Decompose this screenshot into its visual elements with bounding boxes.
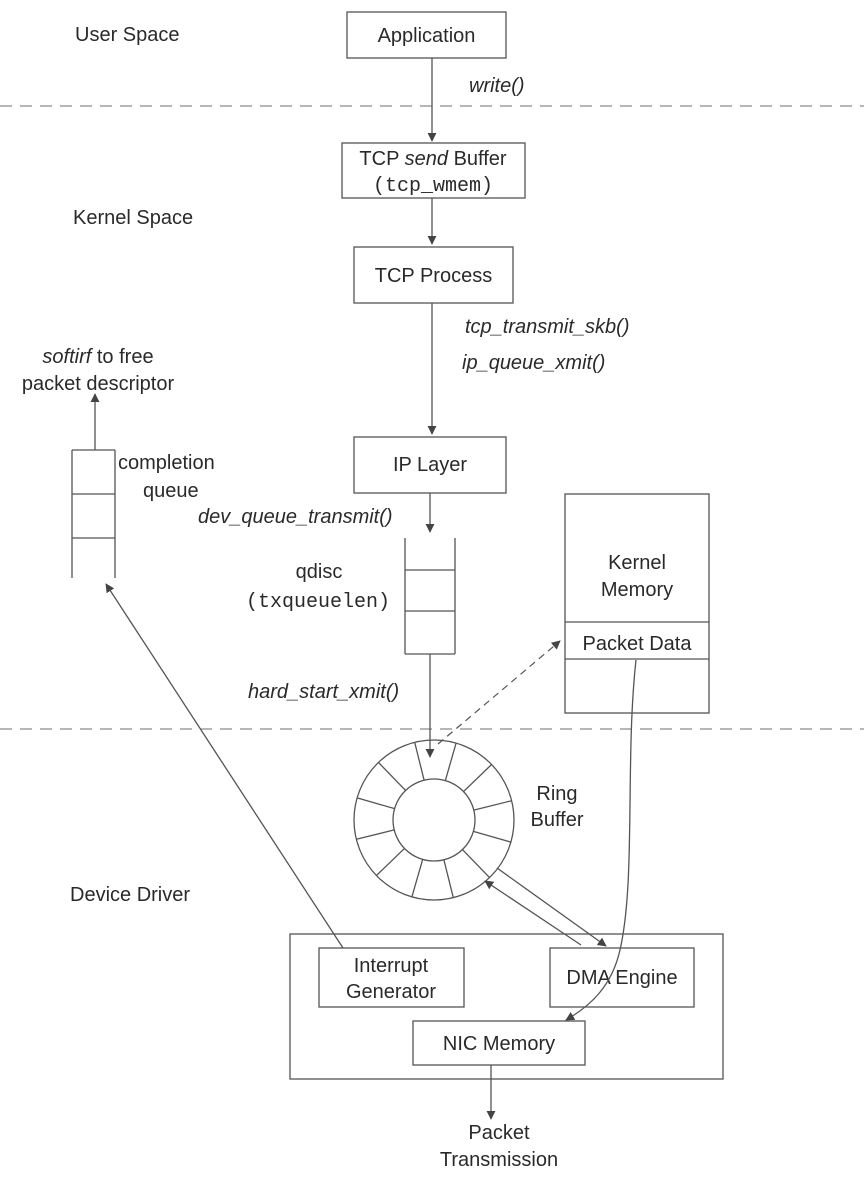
kernel-space-label: Kernel Space (73, 207, 193, 229)
kernel-memory-box (564, 493, 710, 714)
application-box (346, 11, 507, 59)
packet-descriptor-label: packet descriptor (22, 373, 175, 395)
softirq-label: softirf to free (42, 346, 153, 368)
ring-segment-divider (414, 742, 425, 781)
arrow-dma-to-ring (484, 880, 582, 946)
device-driver-label: Device Driver (70, 884, 190, 906)
tcp-process-box (353, 246, 514, 304)
ring-segment-divider (443, 859, 454, 898)
tcp-send-buffer-label: TCP send Buffer (359, 148, 506, 170)
dev-queue-transmit-label: dev_queue_transmit() (198, 506, 393, 528)
completion-label: completion (118, 452, 215, 474)
packet-label: Packet (468, 1122, 530, 1144)
ring-segment-divider (461, 849, 490, 879)
ip-layer-box (353, 436, 507, 494)
completion-queue (71, 449, 116, 578)
write-call-label: write() (469, 75, 525, 97)
tcp-transmit-skb-label: tcp_transmit_skb() (465, 316, 630, 338)
kernel-memory-label-2: Memory (601, 579, 673, 601)
ring-segment-divider (473, 800, 512, 811)
arrow-interrupt-to-completion (105, 583, 344, 949)
ring-segment-divider (378, 761, 407, 791)
txqueuelen-label: (txqueuelen) (246, 591, 390, 614)
arrow-packet-data-to-nic-memory (565, 659, 637, 1021)
ip-layer-label: IP Layer (393, 454, 467, 476)
hard-start-xmit-label: hard_start_xmit() (248, 681, 399, 703)
ring-segment-divider (411, 859, 424, 898)
application-label: Application (378, 25, 476, 47)
qdisc-queue (404, 538, 456, 655)
kernel-memory-label-1: Kernel (608, 552, 666, 574)
transmission-label: Transmission (440, 1149, 558, 1171)
ring-segment-divider (473, 830, 512, 843)
tcp-process-label: TCP Process (375, 265, 492, 287)
ring-segment-divider (463, 764, 493, 793)
nic-memory-box (412, 1020, 586, 1066)
nic-memory-label: NIC Memory (443, 1033, 555, 1055)
ring-segment-divider (375, 847, 405, 876)
ring-segment-divider (444, 742, 457, 781)
ring-buffer (353, 739, 515, 901)
user-space-label: User Space (75, 24, 180, 46)
ring-label: Ring (536, 783, 577, 805)
ring-segment-divider (356, 797, 395, 810)
buffer-label: Buffer (531, 809, 584, 831)
tcp-wmem-label: (tcp_wmem) (373, 175, 493, 198)
qdisc-label: qdisc (296, 561, 343, 583)
interrupt-generator-box (318, 947, 465, 1008)
tcp-send-buffer-box (341, 142, 526, 199)
packet-data-label: Packet Data (583, 633, 693, 655)
ip-queue-xmit-label: ip_queue_xmit() (462, 352, 605, 374)
interrupt-label: Interrupt (354, 955, 429, 977)
arrow-ring-to-packet-data (437, 640, 561, 745)
generator-label: Generator (346, 981, 436, 1003)
ring-segment-divider (356, 829, 395, 840)
dma-engine-box (549, 947, 695, 1008)
arrow-ring-to-dma (496, 867, 607, 947)
dma-engine-label: DMA Engine (566, 967, 677, 989)
queue-label: queue (143, 480, 199, 502)
